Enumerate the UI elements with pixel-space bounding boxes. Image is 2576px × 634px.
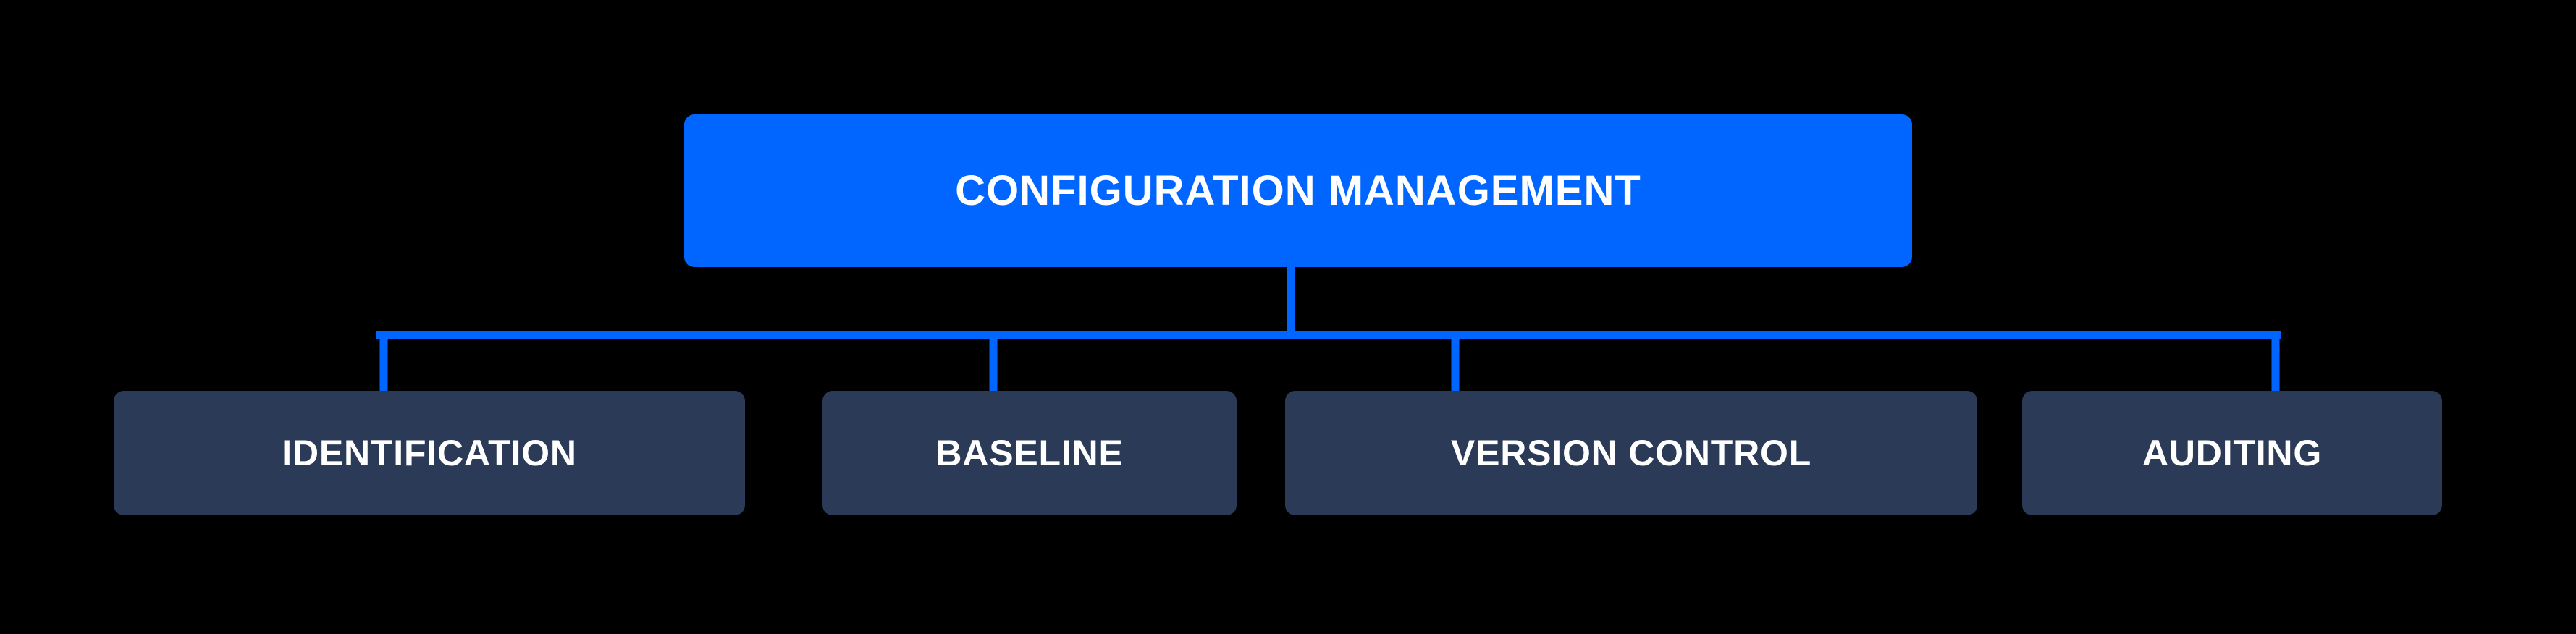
node-child-label: BASELINE [935, 433, 1124, 473]
node-version-control[interactable]: VERSION CONTROL [1285, 391, 1977, 515]
node-child-label: AUDITING [2142, 433, 2323, 473]
node-child-label: IDENTIFICATION [282, 433, 577, 473]
node-baseline[interactable]: BASELINE [822, 391, 1237, 515]
node-auditing[interactable]: AUDITING [2022, 391, 2442, 515]
node-configuration-management[interactable]: CONFIGURATION MANAGEMENT [684, 114, 1912, 267]
node-identification[interactable]: IDENTIFICATION [114, 391, 745, 515]
node-child-label: VERSION CONTROL [1450, 433, 1812, 473]
node-root-label: CONFIGURATION MANAGEMENT [955, 166, 1641, 214]
